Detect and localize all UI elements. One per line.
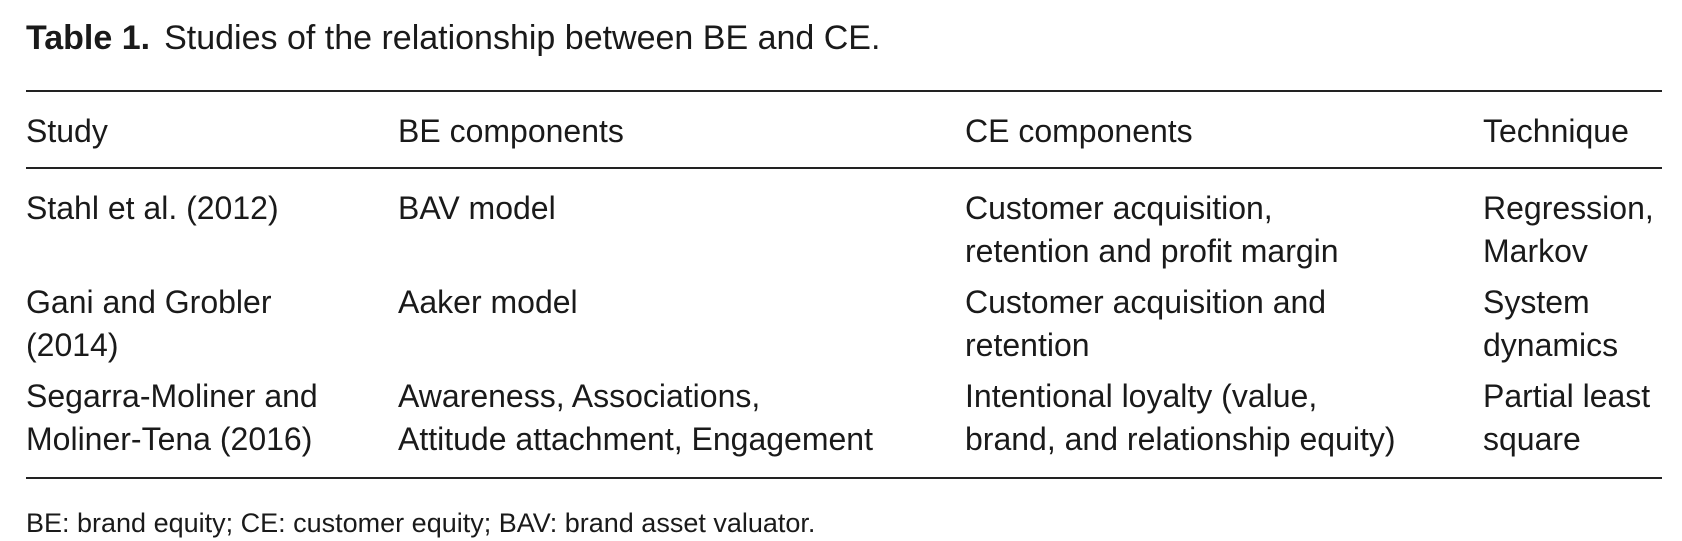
table-top-rule [26,90,1662,92]
header-ce-components: CE components [965,113,1193,149]
cell-be-components: Aaker model [398,281,965,375]
cell-line: Aaker model [398,284,578,320]
cell-line: Gani and Grobler [26,284,272,320]
table-caption: Table 1. Studies of the relationship betw… [26,16,1662,60]
cell-line: BAV model [398,190,556,226]
table-header: Study BE components CE components Techni… [26,92,1662,168]
cell-line: Regression, [1483,190,1654,226]
cell-line: Intentional loyalty (value, [965,378,1318,414]
cell-line: Customer acquisition and [965,284,1327,320]
cell-ce-components: Customer acquisition, retention and profi… [965,168,1483,281]
cell-line: (2014) [26,327,119,363]
table-figure: Table 1. Studies of the relationship betw… [26,16,1662,541]
table-body: Stahl et al. (2012) BAV model Customer a… [26,168,1662,478]
table-footnote: BE: brand equity; CE: customer equity; B… [26,508,816,538]
cell-ce-components: Customer acquisition and retention [965,281,1483,375]
cell-technique: Regression, Markov [1483,168,1662,281]
cell-line: Stahl et al. (2012) [26,190,279,226]
cell-be-components: Awareness, Associations, Attitude attachm… [398,375,965,478]
cell-line: brand, and relationship equity) [965,421,1396,457]
table-caption-text: Studies of the relationship between BE a… [164,19,881,57]
cell-technique: System dynamics [1483,281,1662,375]
cell-be-components: BAV model [398,168,965,281]
cell-technique: Partial least square [1483,375,1662,478]
cell-line: dynamics [1483,327,1619,363]
header-row: Study BE components CE components Techni… [26,92,1662,168]
cell-line: retention [965,327,1090,363]
cell-line: System [1483,284,1590,320]
cell-line: square [1483,421,1581,457]
header-study: Study [26,113,108,149]
cell-line: Markov [1483,233,1588,269]
table-row: Stahl et al. (2012) BAV model Customer a… [26,168,1662,281]
cell-line: Customer acquisition, [965,190,1273,226]
cell-line: Awareness, Associations, [398,378,761,414]
cell-line: Moliner-Tena (2016) [26,421,313,457]
header-technique: Technique [1483,113,1629,149]
cell-study: Stahl et al. (2012) [26,168,398,281]
table-row: Gani and Grobler (2014) Aaker model Custo… [26,281,1662,375]
cell-line: Partial least [1483,378,1651,414]
cell-line: retention and profit margin [965,233,1339,269]
cell-study: Gani and Grobler (2014) [26,281,398,375]
header-be-components: BE components [398,113,624,149]
cell-line: Attitude attachment, Engagement [398,421,873,457]
table-caption-label: Table 1. [26,19,151,57]
cell-line: Segarra-Moliner and [26,378,318,414]
cell-ce-components: Intentional loyalty (value, brand, and re… [965,375,1483,478]
studies-table: Study BE components CE components Techni… [26,92,1662,479]
